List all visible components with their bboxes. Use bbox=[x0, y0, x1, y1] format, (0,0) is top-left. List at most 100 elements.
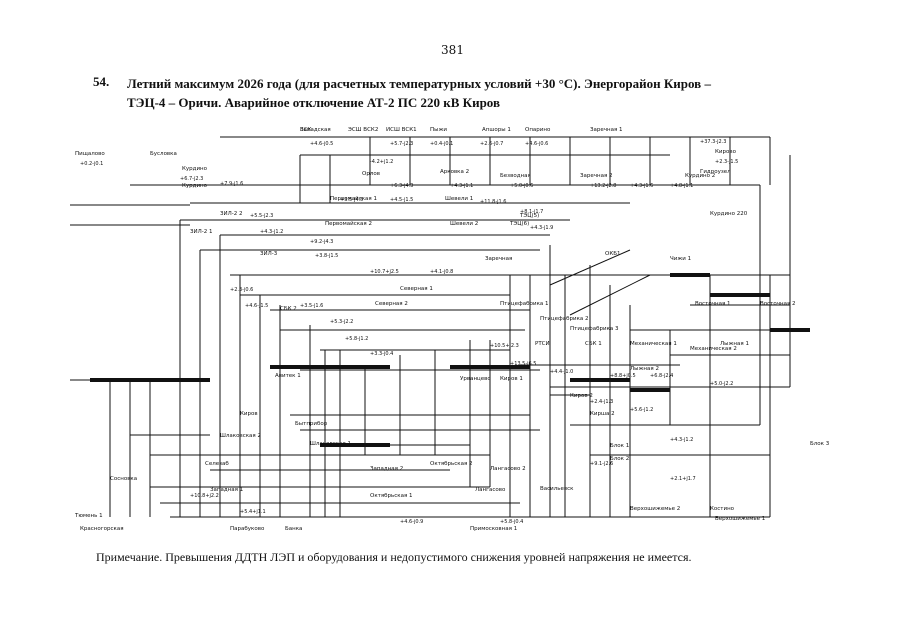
flow-label: +4.6-j1.5 bbox=[245, 303, 268, 309]
station-label-zap2: Западная 2 bbox=[370, 466, 403, 472]
flow-label: +10.5+j2.3 bbox=[490, 343, 519, 349]
station-label-lang: Лангасово bbox=[475, 487, 506, 493]
station-label-zar1: Заречная 1 bbox=[590, 127, 623, 133]
busbar bbox=[170, 378, 200, 382]
flow-label: +37.3-j2.3 bbox=[700, 139, 726, 145]
station-label-pac: Парабуково bbox=[230, 526, 265, 532]
flow-label: +4.1-j0.8 bbox=[430, 269, 453, 275]
figure-number: 54. bbox=[93, 74, 110, 89]
station-label-vasil: Васильевск bbox=[540, 486, 574, 492]
flow-label: +5.8-j1.2 bbox=[345, 336, 368, 342]
station-label-zar: Заречная bbox=[485, 256, 512, 262]
station-label-lyam: Лыжная 1 bbox=[720, 341, 749, 347]
station-label-zil2: ЗИЛ-2 2 bbox=[220, 211, 243, 217]
station-label-lyam2: Лыжная 2 bbox=[630, 366, 659, 372]
station-label-zarech2: Заречная 2 bbox=[580, 173, 613, 179]
figure-title-line-1: Летний максимум 2026 года (для расчетных… bbox=[127, 76, 711, 91]
flow-label: +5.8-j0.4 bbox=[500, 519, 523, 525]
station-label-zil1: ЗИЛ-2 1 bbox=[190, 229, 213, 235]
flow-label: +2.3-j1.5 bbox=[715, 159, 738, 165]
station-label-tec5: ТЭЦ(5) bbox=[519, 213, 539, 219]
station-label-blok2: Блок 2 bbox=[610, 456, 629, 462]
station-label-ecu: ЭСШ ВСК2 bbox=[348, 127, 378, 133]
station-label-kurgino: Курдино bbox=[182, 166, 208, 172]
flow-label: +2.3-j0.6 bbox=[230, 287, 253, 293]
flow-labels: +4.6-j0.5+5.7-j2.3+0.4-j0.1+2.6-j0.7+4.6… bbox=[80, 139, 738, 525]
flow-label: +13.2-j2.8 bbox=[590, 183, 616, 189]
flow-label: +9.1-j2.6 bbox=[590, 461, 613, 467]
station-label-urm: Урванцево bbox=[460, 376, 491, 382]
flow-label: +13.5-j6.5 bbox=[510, 361, 536, 367]
station-label-bez: Безводная bbox=[500, 173, 531, 179]
station-label-ok: ОКБ1 bbox=[605, 251, 621, 257]
station-label-bytprib: Бытприбор bbox=[295, 421, 328, 427]
flow-label: +6.3-j4.3 bbox=[390, 183, 413, 189]
flow-label: +6.7-j2.3 bbox=[180, 176, 203, 182]
flow-label: +4.6-j0.6 bbox=[525, 141, 548, 147]
station-label-kirov_b: Киров bbox=[240, 411, 258, 417]
station-label-mech2: Механическая 2 bbox=[690, 346, 737, 352]
figure-title: Летний максимум 2026 года (для расчетных… bbox=[127, 74, 827, 112]
flow-label: +4.8-j1.1 bbox=[670, 183, 693, 189]
station-label-kurd2: Курдино 2 bbox=[685, 173, 715, 179]
station-label-kran: Красногорская bbox=[80, 526, 124, 532]
flow-label: +4.3-j1.2 bbox=[670, 437, 693, 443]
station-label-zap1: Западная 1 bbox=[210, 487, 243, 493]
page-number: 381 bbox=[441, 43, 464, 57]
line-segment bbox=[569, 274, 651, 316]
flow-label: +5.7-j2.3 bbox=[390, 141, 413, 147]
station-label-lang2: Лангасово 2 bbox=[490, 466, 526, 472]
flow-label: +3.3-j0.4 bbox=[370, 351, 393, 357]
flow-label: -4.2+j1.2 bbox=[370, 159, 393, 165]
station-label-shev2: Шевели 2 bbox=[450, 221, 478, 227]
busbar bbox=[90, 378, 210, 382]
station-label-vsk: ВСК bbox=[300, 127, 312, 133]
station-label-shl1: Шлаковская 1 bbox=[310, 441, 351, 447]
flow-label: +7.9-j1.6 bbox=[220, 181, 243, 187]
station-label-kirov: Киров 1 bbox=[500, 376, 523, 382]
footnote: Примечание. Превышения ДДТН ЛЭП и оборуд… bbox=[96, 550, 692, 564]
flow-label: +8.8+j0.5 bbox=[610, 373, 636, 379]
busbar bbox=[670, 273, 710, 277]
flow-label: +3.8-j1.5 bbox=[315, 253, 338, 259]
busbar bbox=[450, 365, 530, 369]
station-label-kur220: Курдино 220 bbox=[710, 211, 748, 217]
station-label-pisch: Пищалово bbox=[75, 151, 105, 157]
flow-label: +4.3-j1.2 bbox=[260, 229, 283, 235]
flow-label: +5.3-j2.2 bbox=[330, 319, 353, 325]
station-label-kostino: Костино bbox=[710, 506, 735, 512]
station-label-sbk: СБК 1 bbox=[585, 341, 602, 347]
station-label-mech: Механическая 1 bbox=[630, 341, 677, 347]
station-label-zils: ЗИЛ-3 bbox=[260, 251, 278, 257]
flow-label: +5.5-j2.3 bbox=[250, 213, 273, 219]
station-label-avitek: Авитек 1 bbox=[275, 373, 301, 379]
station-label-susl: Бусловка bbox=[150, 151, 177, 157]
flow-label: +5.6-j1.2 bbox=[630, 407, 653, 413]
station-label-kirov2: Киров 2 bbox=[570, 393, 593, 399]
line-segment bbox=[549, 249, 631, 286]
station-label-okt2: Октябрьская 2 bbox=[430, 461, 473, 467]
station-label-kirsh: Кирша 2 bbox=[590, 411, 615, 417]
flow-label: +5.0-j0.6 bbox=[510, 183, 533, 189]
flow-label: +11.8-j1.6 bbox=[480, 199, 506, 205]
station-label-prim: Примосковная 1 bbox=[470, 526, 517, 532]
station-label-gidr: Гидроузел bbox=[700, 169, 731, 175]
busbars bbox=[90, 273, 810, 447]
flow-label: +9.2-j4.3 bbox=[310, 239, 333, 245]
station-label-selc: Селезаб bbox=[205, 461, 229, 467]
station-label-ptf2: Птицефабрика 2 bbox=[540, 316, 589, 322]
station-label-bank: Банка bbox=[285, 526, 302, 532]
flow-label: +5.0-j2.2 bbox=[710, 381, 733, 387]
station-label-sosn: Сосновка bbox=[110, 476, 137, 482]
station-label-tumen: Тюмень 1 bbox=[74, 513, 103, 519]
station-label-arkad: Арковка 2 bbox=[440, 169, 469, 175]
flow-label: +5.4+j1.1 bbox=[240, 509, 266, 515]
flow-label: +2.1+j1.7 bbox=[670, 476, 696, 482]
station-label-perv2: Первомайская 2 bbox=[325, 220, 372, 227]
flow-label: +6.8-j2.4 bbox=[650, 373, 673, 379]
flow-label: +3.5-j1.6 bbox=[300, 303, 323, 309]
station-label-blok3: Блок 3 bbox=[810, 441, 830, 447]
station-label-verh: Верхошижемье 1 bbox=[715, 516, 765, 522]
station-label-bjxi: Пыжи bbox=[430, 127, 447, 133]
